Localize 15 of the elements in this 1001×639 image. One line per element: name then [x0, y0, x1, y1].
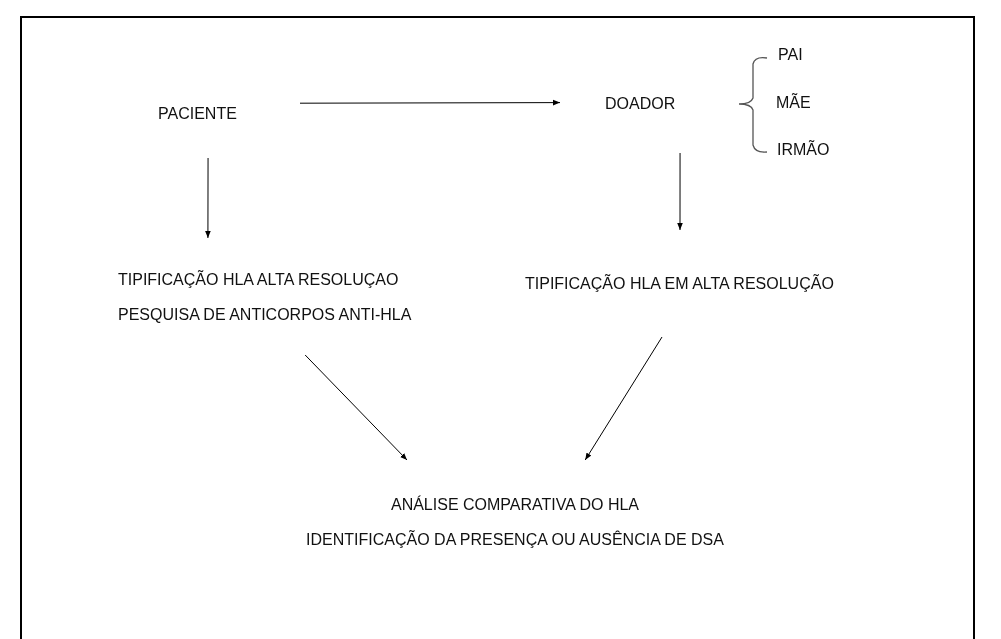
- arrow: [304, 354, 408, 461]
- arrow: [299, 99, 561, 106]
- step-text: TIPIFICAÇÃO HLA ALTA RESOLUÇAO: [118, 269, 400, 290]
- option-label: MÃE: [776, 93, 811, 113]
- step-text: PACIENTE: [158, 104, 238, 124]
- step-text: TIPIFICAÇÃO HLA EM ALTA RESOLUÇÃO: [525, 273, 835, 294]
- arrow: [677, 152, 683, 231]
- step-text: ANÁLISE COMPARATIVA DO HLA: [389, 494, 641, 515]
- step-text: PESQUISA DE ANTICORPOS ANTI-HLA: [118, 305, 413, 325]
- arrow: [205, 157, 211, 239]
- arrow: [584, 336, 663, 461]
- step-text: IDENTIFICAÇÃO DA PRESENÇA OU AUSÊNCIA DE DSA: [305, 529, 725, 550]
- step-text: DOADOR: [605, 94, 677, 114]
- option-label: IRMÃO: [777, 140, 830, 160]
- option-label: PAI: [778, 45, 803, 65]
